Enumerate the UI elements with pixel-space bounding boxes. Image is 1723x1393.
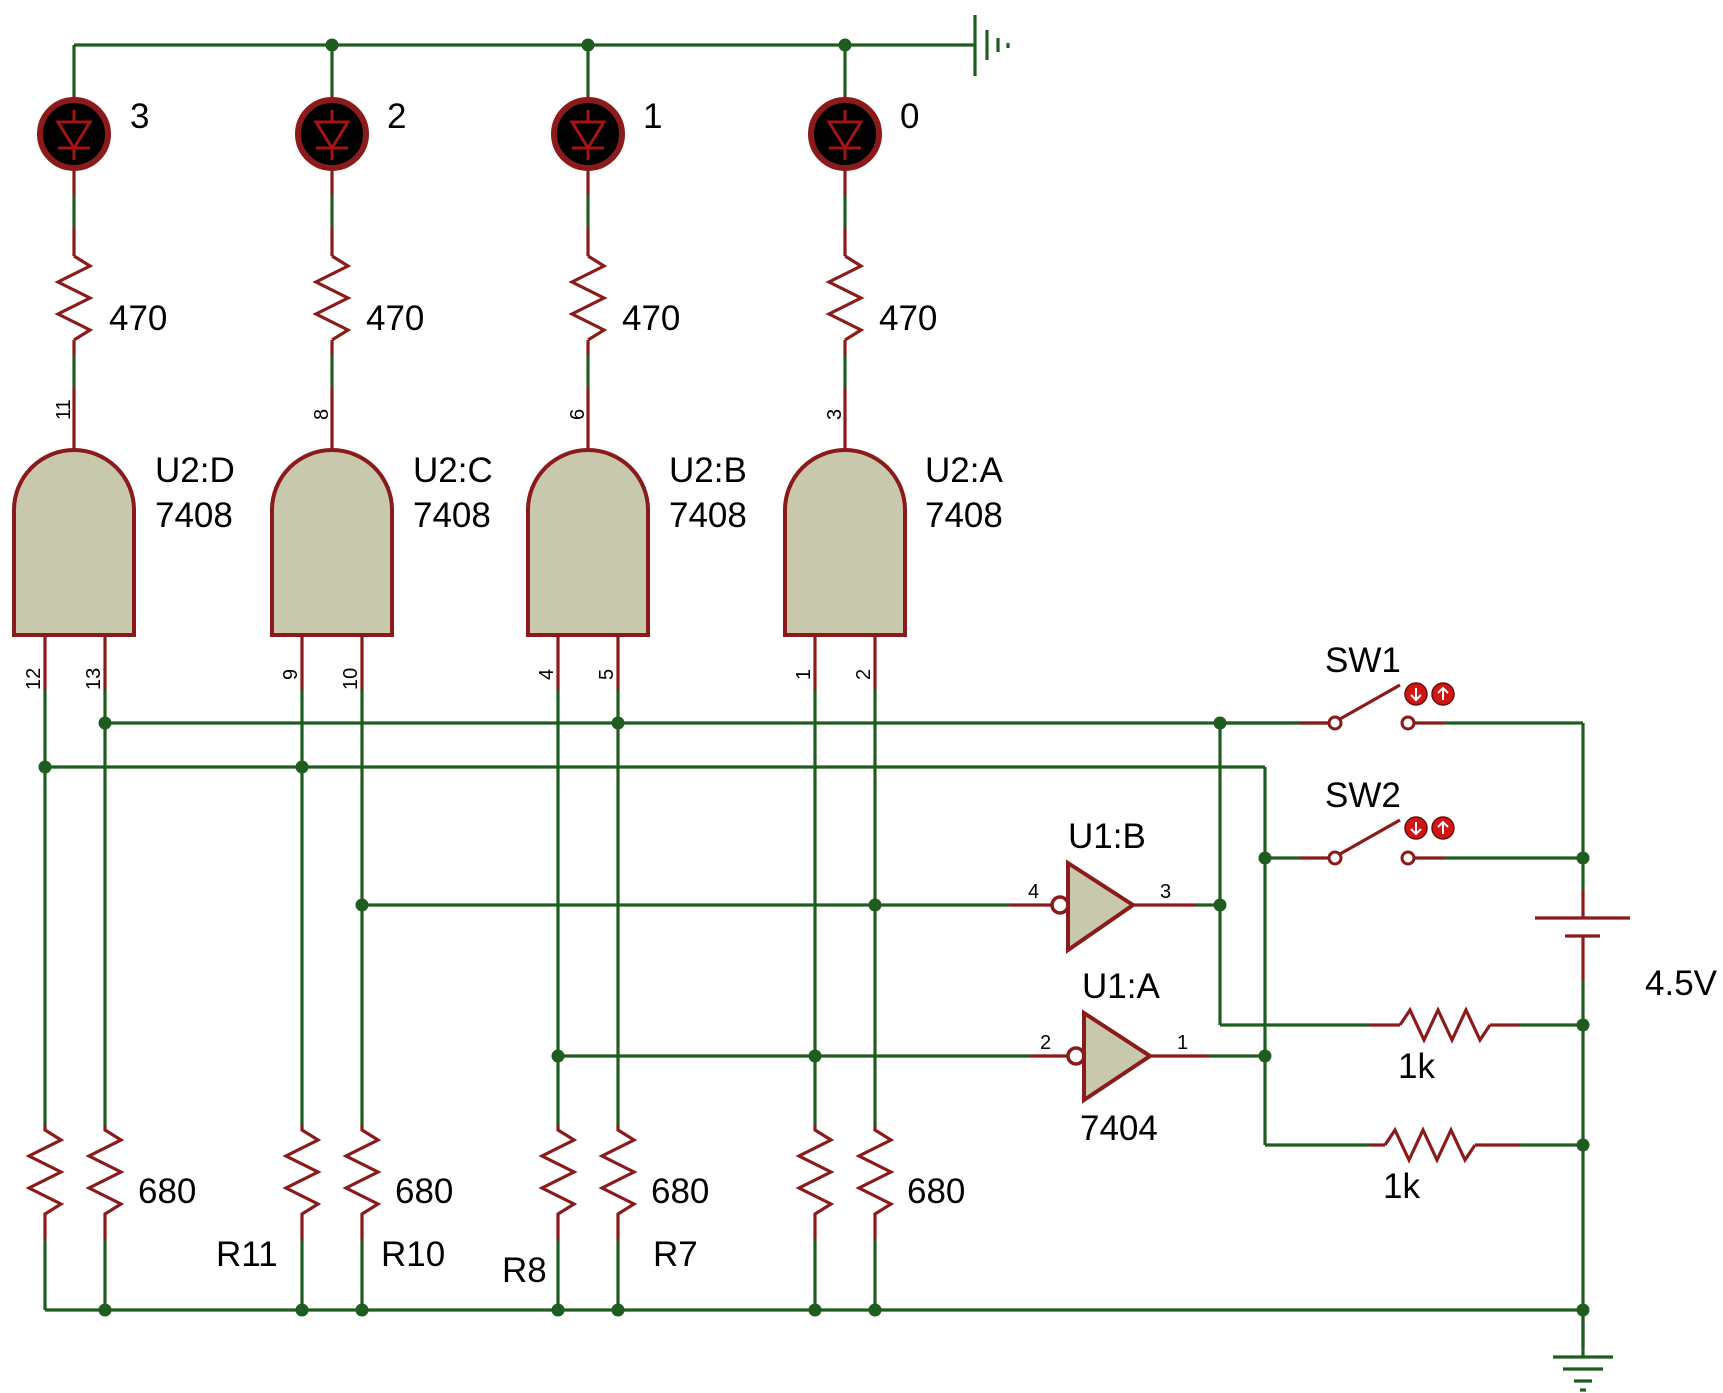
- led-resistor-label: 470: [366, 299, 424, 338]
- led-resistor-label: 470: [622, 299, 680, 338]
- inverter-input-pin: 2: [1040, 1032, 1051, 1054]
- switch-resistor-label: 1k: [1383, 1167, 1420, 1206]
- gate-input-pin: 4: [536, 669, 558, 680]
- gate-part: 7408: [669, 496, 747, 535]
- led-column-1: 470 1 6 U2:B 7408: [526, 45, 747, 637]
- resistor: [312, 254, 352, 342]
- inverter-ref: U1:A: [1082, 967, 1160, 1006]
- pulldown-value: 680: [138, 1172, 196, 1211]
- bus-lines: [38, 716, 1330, 1063]
- and-gate: [270, 448, 394, 637]
- and-gate: [783, 448, 907, 637]
- led-label: 0: [900, 97, 919, 136]
- resistor: [568, 254, 608, 342]
- led-label: 2: [387, 97, 406, 136]
- pulldown-value: 680: [651, 1172, 709, 1211]
- and-gate: [12, 448, 136, 637]
- gate-input-pin: 2: [853, 669, 875, 680]
- gate-output-pin: 3: [824, 409, 846, 420]
- bottom-rail: [43, 1240, 1590, 1317]
- gate-ref: U2:A: [925, 451, 1003, 490]
- led-label: 1: [643, 97, 662, 136]
- inverter-triangle: [1082, 1009, 1154, 1104]
- pulldown-value: 680: [395, 1172, 453, 1211]
- inverter-bubble: [1050, 895, 1070, 915]
- inverter-output-pin: 3: [1160, 881, 1171, 903]
- switch-resistor-label: 1k: [1398, 1047, 1435, 1086]
- led-column-3: 470 3 11 U2:D 7408: [12, 45, 235, 637]
- inverter-output-pin: 1: [1177, 1032, 1188, 1054]
- gate-output-pin: 11: [53, 399, 75, 420]
- led-column-2: 470 2 8 U2:C 7408: [270, 45, 493, 637]
- resistor: [25, 1125, 65, 1240]
- gate-output-pin: 6: [567, 409, 589, 420]
- inverter-u1a: U1:A 7404 2 1: [1030, 967, 1272, 1148]
- pulldown-ref: R11: [216, 1235, 278, 1274]
- resistor: [1398, 1006, 1492, 1044]
- inverter-u1b: U1:B 4 3: [1010, 817, 1227, 954]
- led-column-0: 470 0 3 U2:A 7408: [783, 45, 1003, 637]
- inverter-part: 7404: [1080, 1109, 1158, 1148]
- gate-input-leads: 12 13 9 10 4 5 1 2: [23, 635, 877, 690]
- resistor: [1383, 1126, 1477, 1164]
- gate-ref: U2:D: [155, 451, 235, 490]
- pulldown-ref: R10: [381, 1235, 445, 1274]
- inverter-input-pin: 4: [1028, 881, 1039, 903]
- inverter-ref: U1:B: [1068, 817, 1146, 856]
- gate-input-pin: 13: [83, 668, 105, 690]
- pulldown-ref: R8: [502, 1251, 547, 1290]
- resistor: [85, 1125, 125, 1240]
- gate-output-pin: 8: [311, 409, 333, 420]
- battery-label: 4.5V: [1645, 964, 1718, 1003]
- inverter-bubble: [1066, 1046, 1086, 1066]
- resistor: [598, 1125, 638, 1240]
- switch-ref: SW2: [1325, 776, 1401, 815]
- pulldown-value: 680: [907, 1172, 965, 1211]
- switch-ref: SW1: [1325, 641, 1401, 680]
- gate-ref: U2:B: [669, 451, 747, 490]
- gate-input-pin: 10: [340, 668, 362, 690]
- led-resistor-label: 470: [109, 299, 167, 338]
- switch-section: SW1 SW2 1k 1k 4.5V: [1218, 641, 1718, 1392]
- top-rail: [74, 15, 1010, 76]
- gate-input-pin: 1: [793, 669, 815, 680]
- and-gate: [526, 448, 650, 637]
- led-label: 3: [130, 97, 149, 136]
- gate-ref: U2:C: [413, 451, 493, 490]
- inverter-triangle: [1066, 859, 1137, 954]
- resistor: [855, 1125, 895, 1240]
- resistor: [342, 1125, 382, 1240]
- led-resistor-label: 470: [879, 299, 937, 338]
- gate-part: 7408: [155, 496, 233, 535]
- gate-input-pin: 12: [23, 668, 45, 690]
- pulldown-resistors: 680 680 680 680 R11 R10 R8 R7: [25, 1125, 965, 1290]
- resistor: [538, 1125, 578, 1240]
- gate-part: 7408: [413, 496, 491, 535]
- resistor: [282, 1125, 322, 1240]
- resistor: [795, 1125, 835, 1240]
- gate-part: 7408: [925, 496, 1003, 535]
- pulldown-ref: R7: [653, 1235, 698, 1274]
- resistor: [54, 254, 94, 342]
- resistor: [825, 254, 865, 342]
- gate-input-pin: 5: [596, 669, 618, 680]
- gate-input-wires: [43, 690, 877, 1125]
- gate-input-pin: 9: [280, 669, 302, 680]
